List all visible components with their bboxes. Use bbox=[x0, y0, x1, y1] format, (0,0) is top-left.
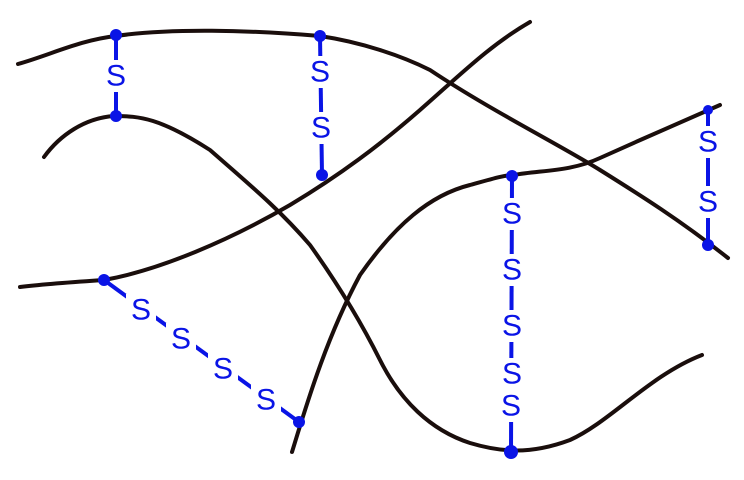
sulfur-bridge-3: S S S S bbox=[98, 274, 305, 428]
crosslink-node-top bbox=[110, 29, 122, 41]
label-bg bbox=[126, 294, 156, 326]
sulfur-atom-label: S bbox=[698, 126, 718, 159]
sulfur-bridge-1: S bbox=[101, 29, 131, 122]
polymer-chain-3 bbox=[18, 20, 532, 289]
sulfur-atom-label: S bbox=[502, 254, 522, 287]
label-bg bbox=[496, 198, 528, 230]
label-bg bbox=[692, 126, 724, 158]
sulfur-atom-label: S bbox=[131, 294, 151, 327]
crosslink-node-bottom bbox=[110, 110, 122, 122]
label-bg bbox=[305, 56, 337, 88]
sulfur-atom-label: S bbox=[213, 353, 233, 386]
label-bg bbox=[166, 323, 196, 355]
sulfur-bridges: S S S S S S S bbox=[98, 29, 724, 459]
label-bg bbox=[496, 358, 528, 390]
sulfur-bridge-4: S S S S S bbox=[495, 170, 528, 459]
label-bg bbox=[208, 353, 238, 385]
sulfur-atom-label: S bbox=[502, 358, 522, 391]
crosslink-node-top bbox=[314, 30, 326, 42]
sulfur-atom-label: S bbox=[171, 323, 191, 356]
sulfur-bridge-2: S S bbox=[305, 30, 338, 181]
sulfur-atom-label: S bbox=[502, 310, 522, 343]
label-bg bbox=[496, 310, 528, 342]
label-bg bbox=[306, 112, 338, 144]
sulfur-atom-label: S bbox=[256, 384, 276, 417]
label-bg bbox=[495, 390, 527, 422]
crosslink-node-bottom bbox=[504, 445, 518, 459]
crosslink-node-top bbox=[98, 274, 110, 286]
label-bg bbox=[692, 186, 724, 218]
crosslink-node-top bbox=[506, 170, 518, 182]
sulfur-atom-label: S bbox=[311, 112, 331, 145]
sulfur-atom-label: S bbox=[310, 56, 330, 89]
crosslink-node-bottom bbox=[293, 416, 305, 428]
label-bg bbox=[251, 384, 281, 416]
sulfur-atom-label: S bbox=[502, 198, 522, 231]
polymer-chain-4 bbox=[290, 103, 722, 454]
sulfur-bridge-5: S S bbox=[692, 105, 724, 251]
polymer-chain-2 bbox=[42, 114, 704, 453]
label-bg bbox=[496, 254, 528, 286]
sulfur-atom-label: S bbox=[698, 186, 718, 219]
label-bg bbox=[101, 60, 131, 92]
sulfur-atom-label: S bbox=[106, 60, 126, 93]
sulfur-atom-label: S bbox=[501, 390, 521, 423]
crosslink-node-bottom bbox=[316, 169, 328, 181]
crosslink-node-bottom bbox=[702, 239, 714, 251]
crosslink-node-top bbox=[703, 105, 713, 115]
